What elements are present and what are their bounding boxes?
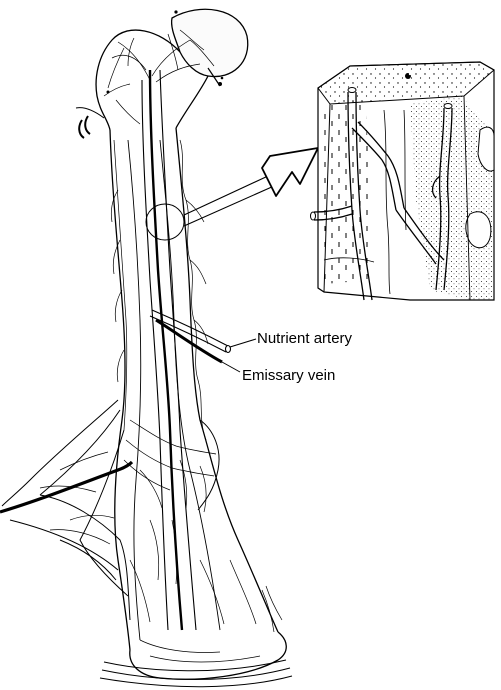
medullary-vessels bbox=[141, 69, 197, 631]
inset-cavity bbox=[465, 211, 492, 249]
nutrient-artery-vessel bbox=[149, 309, 232, 354]
femoral-neck bbox=[95, 29, 181, 131]
magnification-arrow bbox=[261, 147, 319, 197]
nutrient-artery-label: Nutrient artery bbox=[257, 330, 353, 347]
femoral-head bbox=[170, 8, 249, 78]
condyle bbox=[129, 631, 287, 680]
emissary-vein-leader bbox=[221, 361, 241, 373]
femoral-vessel bbox=[0, 460, 134, 514]
head-vessel-stub bbox=[207, 67, 221, 87]
vessel-branches bbox=[39, 29, 283, 663]
shaft-right-edge bbox=[175, 127, 279, 633]
trochanter-vessel bbox=[78, 115, 91, 139]
magnified-region-marker bbox=[145, 203, 185, 241]
magnification-connector bbox=[183, 175, 275, 227]
shaft-left-edge bbox=[109, 129, 131, 651]
magnified-inset bbox=[310, 61, 495, 301]
nutrient-artery-leader bbox=[229, 338, 257, 348]
emissary-vein-vessel bbox=[155, 318, 223, 364]
emissary-vein-label: Emissary vein bbox=[242, 367, 336, 384]
muscle-sheets bbox=[1, 399, 220, 621]
bone-shape bbox=[95, 8, 293, 688]
